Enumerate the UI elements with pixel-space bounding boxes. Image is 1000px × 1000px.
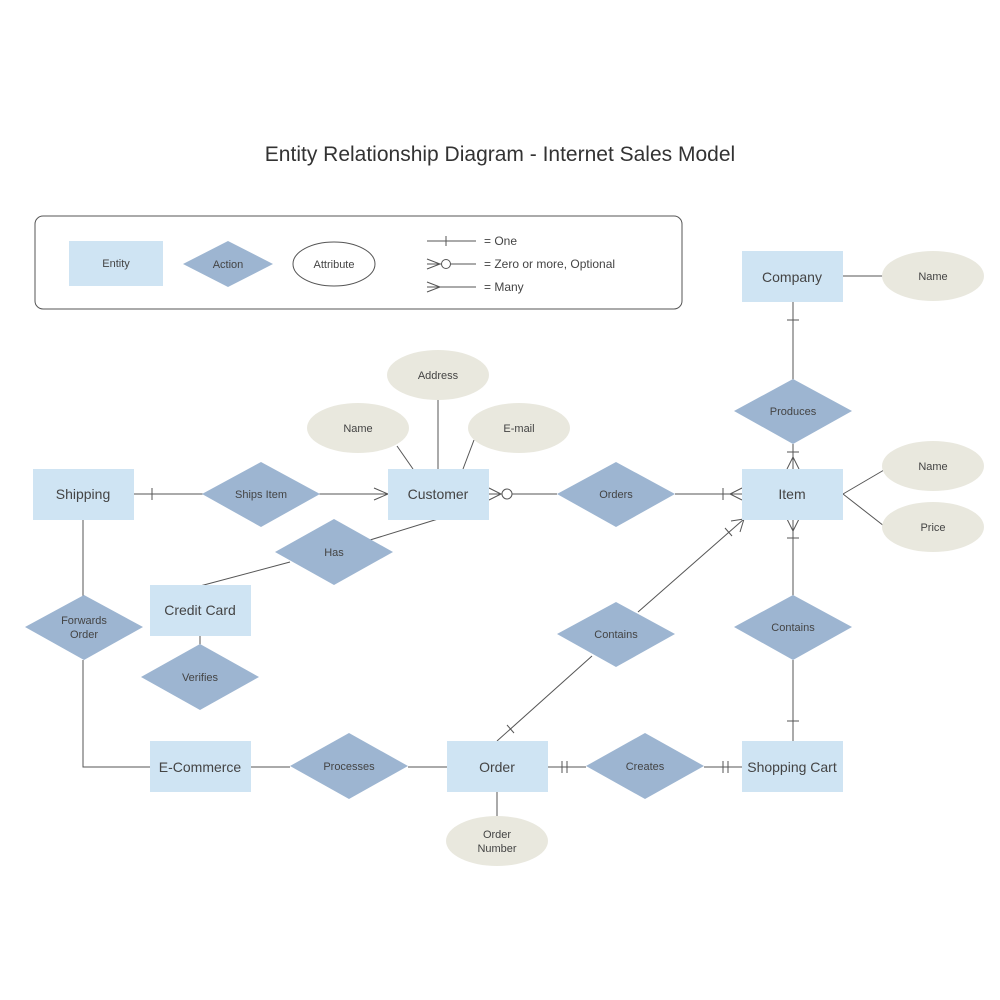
entity-credit-card-label: Credit Card (164, 602, 236, 618)
entity-item-label: Item (778, 486, 805, 502)
mark-many-item-cart (786, 518, 800, 533)
action-orders (557, 462, 675, 527)
attribute-item-name (882, 441, 984, 491)
attribute-company-name (882, 251, 984, 301)
legend-attribute-shape (292, 241, 376, 287)
action-orders-label: Orders (599, 489, 633, 501)
legend-zero-text: = Zero or more, Optional (484, 257, 615, 271)
action-contains-cart-label: Contains (771, 622, 815, 634)
mark-one-order-contains (506, 724, 515, 734)
attribute-order-number-label-2: Number (477, 843, 516, 855)
entity-ecommerce-label: E-Commerce (159, 759, 242, 775)
connector-order-contains (496, 655, 593, 742)
connector-item-name (842, 469, 885, 495)
mark-many-item-produces (786, 455, 800, 470)
legend-many-text: = Many (484, 280, 524, 294)
legend-many-crow (426, 281, 442, 293)
entity-shopping-cart-label: Shopping Cart (747, 759, 837, 775)
attribute-item-price (882, 502, 984, 552)
legend-one-text: = One (484, 234, 517, 248)
action-creates-label: Creates (626, 761, 665, 773)
attribute-order-number (446, 816, 548, 866)
action-forwards-order-label-2: Order (70, 629, 98, 641)
connector-forwards-ecommerce (82, 660, 150, 768)
legend-entity-label: Entity (102, 258, 130, 270)
action-ships-item (202, 462, 320, 527)
connector-contains-item (637, 518, 745, 613)
attribute-customer-email (468, 403, 570, 453)
connector-item-price (842, 493, 885, 527)
attribute-order-number-label-1: Order (483, 829, 511, 841)
connector-customer-has (369, 518, 439, 541)
action-verifies-label: Verifies (182, 672, 219, 684)
action-processes-label: Processes (323, 761, 375, 773)
action-creates (586, 733, 704, 799)
legend-action-shape (183, 241, 273, 287)
entity-shopping-cart (742, 741, 843, 792)
entity-shipping (33, 469, 134, 520)
connector-customer-email (462, 439, 475, 470)
action-contains-order-label: Contains (594, 629, 638, 641)
attribute-customer-address-label: Address (418, 370, 459, 382)
attribute-customer-address (387, 350, 489, 400)
entity-company (742, 251, 843, 302)
entity-shipping-label: Shipping (56, 486, 111, 502)
action-forwards-order (25, 595, 143, 660)
mark-many-item-orders (728, 487, 743, 501)
attribute-customer-name (307, 403, 409, 453)
legend-action-label: Action (213, 259, 244, 271)
entity-customer-label: Customer (408, 486, 469, 502)
entity-ecommerce (150, 741, 251, 792)
legend: Entity Action Attribute = One = Zero or … (34, 215, 683, 310)
action-produces (734, 379, 852, 444)
action-produces-label: Produces (770, 406, 817, 418)
attribute-customer-email-label: E-mail (503, 423, 534, 435)
action-forwards-order-label-1: Forwards (61, 615, 107, 627)
connector-customer-name (396, 445, 414, 470)
attribute-item-price-label: Price (920, 522, 945, 534)
diagram-title: Entity Relationship Diagram - Internet S… (264, 143, 736, 166)
connector-has-creditcard (199, 561, 291, 587)
attribute-item-name-label: Name (918, 461, 947, 473)
legend-zero-crow (426, 258, 442, 270)
entity-company-label: Company (762, 269, 822, 285)
action-has-label: Has (324, 547, 344, 559)
entity-credit-card (150, 585, 251, 636)
entity-customer (388, 469, 489, 520)
legend-entity-shape (69, 241, 163, 286)
entity-order-label: Order (479, 759, 515, 775)
legend-attribute-label: Attribute (314, 259, 355, 271)
action-verifies (141, 644, 259, 710)
entity-order (447, 741, 548, 792)
action-contains-cart (734, 595, 852, 660)
mark-many-customer-orders (488, 487, 503, 501)
action-has (275, 519, 393, 585)
entity-item (742, 469, 843, 520)
action-ships-item-label: Ships Item (235, 489, 287, 501)
action-processes (290, 733, 408, 799)
legend-zero-circle (441, 259, 451, 269)
mark-one-item-contains (724, 527, 733, 537)
attribute-customer-name-label: Name (343, 423, 372, 435)
attribute-company-name-label: Name (918, 271, 947, 283)
action-contains-order (557, 602, 675, 667)
mark-zero-customer-orders (501, 488, 513, 500)
